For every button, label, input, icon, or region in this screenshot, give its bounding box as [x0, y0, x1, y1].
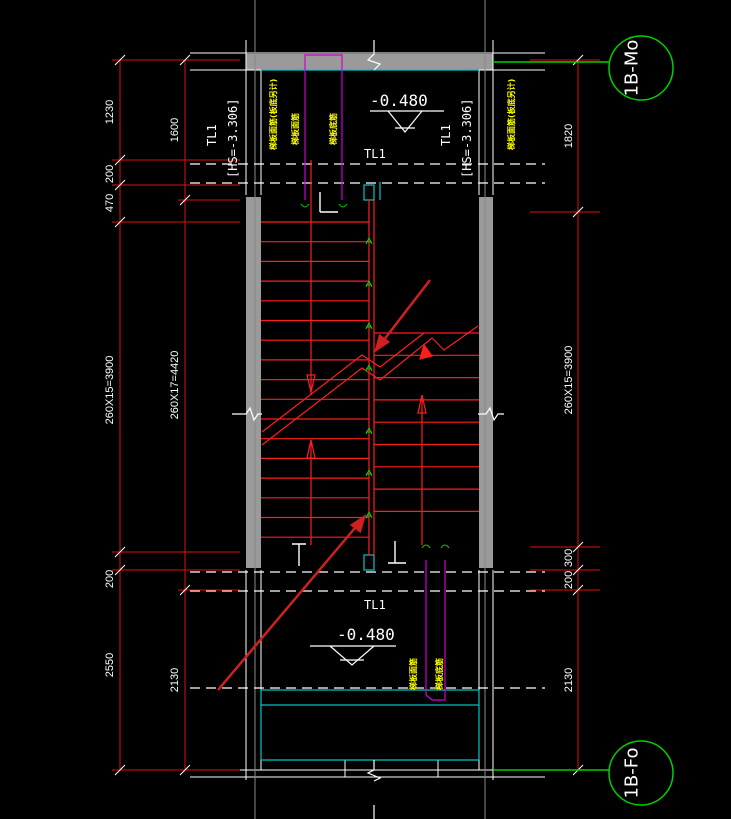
dimension-label: 200 [563, 571, 575, 589]
note-pipe-b: 梯板底筋 [328, 113, 338, 145]
stair-break-line [261, 160, 479, 555]
cyan-outlines [260, 69, 480, 761]
dimension-label: 2130 [169, 668, 181, 692]
top-wall [246, 54, 493, 70]
axis-label-bottom: 1B-Fo [622, 747, 643, 798]
axis-label-top: 1B-Mo [622, 40, 643, 97]
level-lower: -0.480 [337, 625, 395, 644]
note-right-wall: 梯板面筋(板底另计) [506, 79, 516, 150]
dimension-label: 1600 [169, 118, 181, 142]
level-markers [310, 110, 444, 666]
break-symbols [232, 40, 504, 819]
beam-right-label: TL1 [439, 124, 453, 146]
beam-height-left: [HS=-3.306] [226, 99, 240, 178]
dimension-label: 2130 [563, 668, 575, 692]
rebar-hooks [300, 203, 450, 549]
beam-height-right: [HS=-3.306] [460, 99, 474, 178]
dimensions-left: 1600 260X17=4420 2130 [169, 118, 181, 692]
dimension-label: 2550 [104, 653, 116, 677]
beam-left-label: TL1 [205, 124, 219, 146]
dimension-lines [112, 59, 600, 771]
dimension-label: 260X15=3900 [104, 356, 116, 425]
note-pipe-d: 梯板底筋 [434, 658, 444, 690]
dimension-ticks [114, 54, 584, 776]
dimension-label: 300 [563, 549, 575, 567]
rebar-lines [304, 54, 446, 701]
stair-treads [261, 221, 479, 538]
level-upper: -0.480 [370, 91, 428, 110]
beam-dashed-lines [190, 163, 545, 689]
annotation-arrows [217, 279, 431, 691]
wall-outlines [190, 0, 545, 819]
dimension-label: 200 [104, 570, 116, 588]
green-step-marks [365, 236, 373, 519]
dimensions-far-left: 1230 200 470 260X15=3900 200 2550 [104, 100, 116, 677]
dimensions-right: 1820 260X15=3900 300 200 2130 [563, 124, 575, 692]
dimension-label: 200 [104, 165, 116, 183]
beam-lower: TL1 [364, 598, 386, 612]
axis-bubbles [493, 35, 674, 806]
right-wall [479, 197, 493, 568]
stair-direction-marks [292, 192, 406, 566]
dimension-label: 470 [104, 194, 116, 212]
dimension-label: 260X17=4420 [169, 351, 181, 420]
note-pipe-a: 梯板面筋 [290, 113, 300, 145]
note-pipe-c: 梯板面筋 [408, 658, 418, 690]
dimension-label: 260X15=3900 [563, 346, 575, 415]
beam-upper: TL1 [364, 147, 386, 161]
note-left-wall: 梯板面筋(板底另计) [268, 79, 278, 150]
dimension-label: 1820 [563, 124, 575, 148]
dimension-label: 1230 [104, 100, 116, 124]
left-wall [246, 197, 261, 568]
